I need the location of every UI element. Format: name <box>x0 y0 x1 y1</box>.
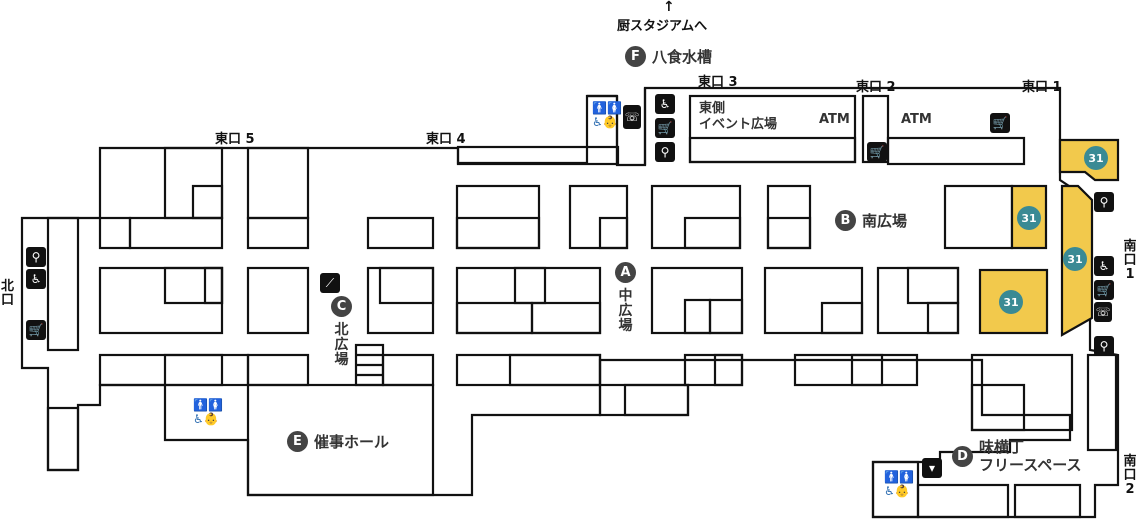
zone-d-label-1: 味横丁 <box>979 438 1025 456</box>
magnifier-icon[interactable]: ⚲ <box>1094 336 1114 356</box>
cart-icon[interactable]: 🛒 <box>1094 280 1114 300</box>
zone-b-label: 南広場 <box>862 212 908 230</box>
east-event-label-2: イベント広場 <box>699 117 778 132</box>
zone-b-south-plaza[interactable]: B 南広場 <box>835 210 907 231</box>
escalator-icon[interactable]: ⟋ <box>320 273 340 293</box>
zone-f-fish-tank[interactable]: F 八食水槽 <box>625 46 712 67</box>
atm-label-1[interactable]: ATM <box>819 112 850 127</box>
shop-31-marker-b[interactable]: 31 <box>1017 206 1041 230</box>
zone-c-badge: C <box>331 296 352 317</box>
zone-a-badge: A <box>615 262 636 283</box>
stadium-exit-label[interactable]: 厨スタジアムへ <box>617 19 708 34</box>
cart-icon[interactable]: 🛒 <box>655 118 675 138</box>
trash-icon[interactable]: ▾ <box>922 458 942 478</box>
zone-b-badge: B <box>835 210 856 231</box>
zone-e-badge: E <box>287 431 308 452</box>
zone-d-badge: D <box>952 445 973 467</box>
shop-31-marker-c[interactable]: 31 <box>1063 247 1087 271</box>
east-event-label-1: 東側 <box>699 101 726 116</box>
exit-east-4[interactable]: 東口 4 <box>426 132 466 147</box>
cart-icon[interactable]: 🛒 <box>26 320 46 340</box>
restroom-icon[interactable]: 🚹🚺♿👶 <box>884 470 914 498</box>
restroom-icon[interactable]: 🚹🚺♿👶 <box>592 101 622 129</box>
phone-icon[interactable]: ☏ <box>623 105 641 129</box>
exit-east-1[interactable]: 東口 1 <box>1022 80 1062 95</box>
zone-f-label: 八食水槽 <box>652 48 713 66</box>
shop-31-marker-d[interactable]: 31 <box>999 290 1023 314</box>
magnifier-icon[interactable]: ⚲ <box>1094 192 1114 212</box>
zone-a-label: 中広場 <box>618 288 633 334</box>
zone-c-north-plaza[interactable]: C 北広場 <box>331 296 352 368</box>
zone-e-event-hall[interactable]: E 催事ホール <box>287 431 389 452</box>
magnifier-icon[interactable]: ⚲ <box>26 247 46 267</box>
restroom-icon[interactable]: 🚹🚺♿👶 <box>193 398 223 426</box>
phone-icon[interactable]: ☏ <box>1094 302 1112 322</box>
shop-31-marker-a[interactable]: 31 <box>1084 146 1108 170</box>
cart-icon[interactable]: 🛒 <box>990 113 1010 133</box>
cart-icon[interactable]: 🛒 <box>867 142 887 162</box>
zone-a-center-plaza[interactable]: A 中広場 <box>615 262 636 334</box>
wheelchair-icon[interactable]: ♿ <box>26 269 46 289</box>
zone-d-label-2: フリースペース <box>979 456 1082 474</box>
magnifier-icon[interactable]: ⚲ <box>655 142 675 162</box>
exit-east-3[interactable]: 東口 3 <box>698 75 738 90</box>
wheelchair-icon[interactable]: ♿ <box>655 94 675 114</box>
zone-f-badge: F <box>625 46 646 67</box>
exit-east-2[interactable]: 東口 2 <box>856 80 896 95</box>
top-exit-arrow: ↑ <box>663 0 675 15</box>
zone-e-label: 催事ホール <box>314 433 390 451</box>
atm-label-2[interactable]: ATM <box>901 112 932 127</box>
exit-north[interactable]: 北口 <box>1 279 15 308</box>
wheelchair-icon[interactable]: ♿ <box>1094 256 1114 276</box>
exit-east-5[interactable]: 東口 5 <box>215 132 255 147</box>
zone-d-ajiyokocho[interactable]: D 味横丁 フリースペース <box>952 438 1081 474</box>
zone-c-label: 北広場 <box>334 322 349 368</box>
